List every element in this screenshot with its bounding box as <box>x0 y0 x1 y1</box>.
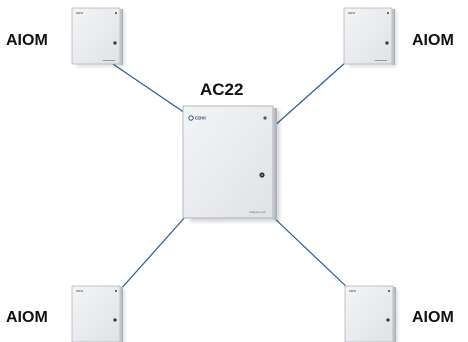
ac22-brand-logo: CDVI <box>195 116 206 121</box>
aiom-module-bottom-right: CDVI <box>344 285 398 342</box>
link-top-left <box>109 61 189 116</box>
status-led-icon <box>388 290 390 292</box>
status-led-icon <box>263 116 267 120</box>
ac22-controller: CDVI cdvigroup.com <box>182 105 280 222</box>
aiom-module-bottom-left: CDVI <box>71 285 125 342</box>
ac22-label: AC22 <box>200 80 244 99</box>
link-top-right <box>271 61 347 129</box>
aiom-module-top-left: CDVI <box>71 7 125 67</box>
aiom-label-top-right: AIOM <box>412 32 454 49</box>
aiom-brand-logo: CDVI <box>348 11 355 15</box>
key-lock-icon <box>113 318 117 322</box>
status-led-icon <box>387 12 389 14</box>
connection-lines <box>109 61 351 291</box>
aiom-module-top-right: CDVI <box>343 7 397 67</box>
cdvi-logo-icon <box>188 115 194 121</box>
status-led-icon <box>115 290 117 292</box>
key-lock-icon <box>385 41 389 45</box>
aiom-brand-logo: CDVI <box>76 11 83 15</box>
aiom-brand-logo: CDVI <box>349 289 356 293</box>
link-bottom-left <box>119 215 187 291</box>
key-lock-icon <box>386 318 390 322</box>
ac22-footer-text: cdvigroup.com <box>249 210 266 214</box>
key-lock-icon <box>113 41 117 45</box>
aiom-brand-logo: CDVI <box>76 289 83 293</box>
link-bottom-right <box>271 215 351 291</box>
aiom-label-bottom-left: AIOM <box>6 309 48 326</box>
aiom-label-top-left: AIOM <box>6 32 48 49</box>
status-led-icon <box>115 12 117 14</box>
aiom-label-bottom-right: AIOM <box>412 309 454 326</box>
